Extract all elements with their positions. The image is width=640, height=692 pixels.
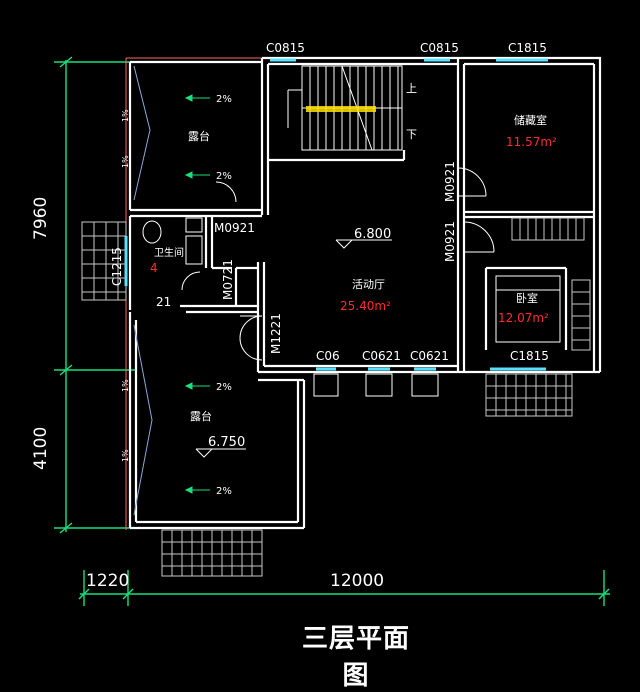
window-bays (313, 373, 439, 397)
door-label-bath-lower: 21 (156, 295, 171, 309)
room-name-living: 活动厅 (352, 278, 385, 291)
living-area: 25.40m² (340, 299, 391, 313)
door-label-living-right-lower: M0921 (443, 221, 457, 262)
door-label-bath-side: M0721 (221, 259, 235, 300)
door-label-bath: M0921 (214, 221, 255, 235)
room-name-bathroom: 卫生间 (154, 246, 184, 259)
slope-mark-3: 1% (121, 379, 130, 392)
door-label-living-right-upper: M0921 (443, 161, 457, 202)
dimension-bottom-left: 1220 (86, 571, 129, 591)
window-marks (124, 58, 548, 371)
door-swings (181, 167, 495, 361)
bathroom-area: 4 (150, 261, 158, 275)
window-label-living-2: C0621 (410, 349, 449, 363)
dimension-left-upper: 7960 (31, 197, 51, 240)
dimension-left-lower: 4100 (31, 427, 51, 470)
storage-area: 11.57m² (506, 135, 557, 149)
toilet-icon (142, 220, 162, 244)
dimension-lines (54, 56, 610, 606)
slope-label-3: 2% (216, 382, 232, 393)
slope-label-4: 2% (216, 486, 232, 497)
slope-label-2: 2% (216, 171, 232, 182)
room-name-terrace-upper: 露台 (188, 129, 210, 143)
window-label-top-2: C0815 (420, 41, 459, 55)
sink-icon (185, 217, 203, 233)
terrace-edge-lines (133, 65, 153, 516)
window-label-top-3: C1815 (508, 41, 547, 55)
elevation-living: 6.800 (354, 227, 391, 242)
bedroom-area: 12.07m² (498, 311, 549, 325)
room-name-storage: 储藏室 (514, 113, 547, 127)
window-label-left: C1215 (110, 247, 124, 286)
walls (128, 56, 602, 530)
window-label-top-1: C0815 (266, 41, 305, 55)
stair-handrail (306, 106, 376, 112)
shower-icon (185, 235, 203, 265)
window-label-bedroom: C1815 (510, 349, 549, 363)
stair-down-label: 下 (406, 128, 417, 141)
dimension-bottom-main: 12000 (330, 571, 384, 591)
bed-icon (495, 275, 561, 343)
balcony-hatching (81, 217, 591, 577)
room-name-terrace-lower: 露台 (190, 409, 212, 423)
room-name-bedroom: 卧室 (516, 291, 538, 305)
window-label-living-partial: C06 (316, 349, 340, 363)
slope-mark-4: 1% (121, 449, 130, 462)
furniture (142, 217, 561, 343)
stair-up-label: 上 (406, 82, 417, 95)
site-boundary (125, 57, 262, 530)
slope-label-1: 2% (216, 94, 232, 105)
elevation-terrace: 6.750 (208, 435, 245, 450)
elevation-markers (195, 239, 392, 458)
slope-mark-2: 1% (121, 155, 130, 168)
window-label-living-1: C0621 (362, 349, 401, 363)
slope-mark-1: 1% (121, 109, 130, 122)
door-label-living-left: M1221 (269, 313, 283, 354)
slope-arrows (184, 94, 210, 494)
